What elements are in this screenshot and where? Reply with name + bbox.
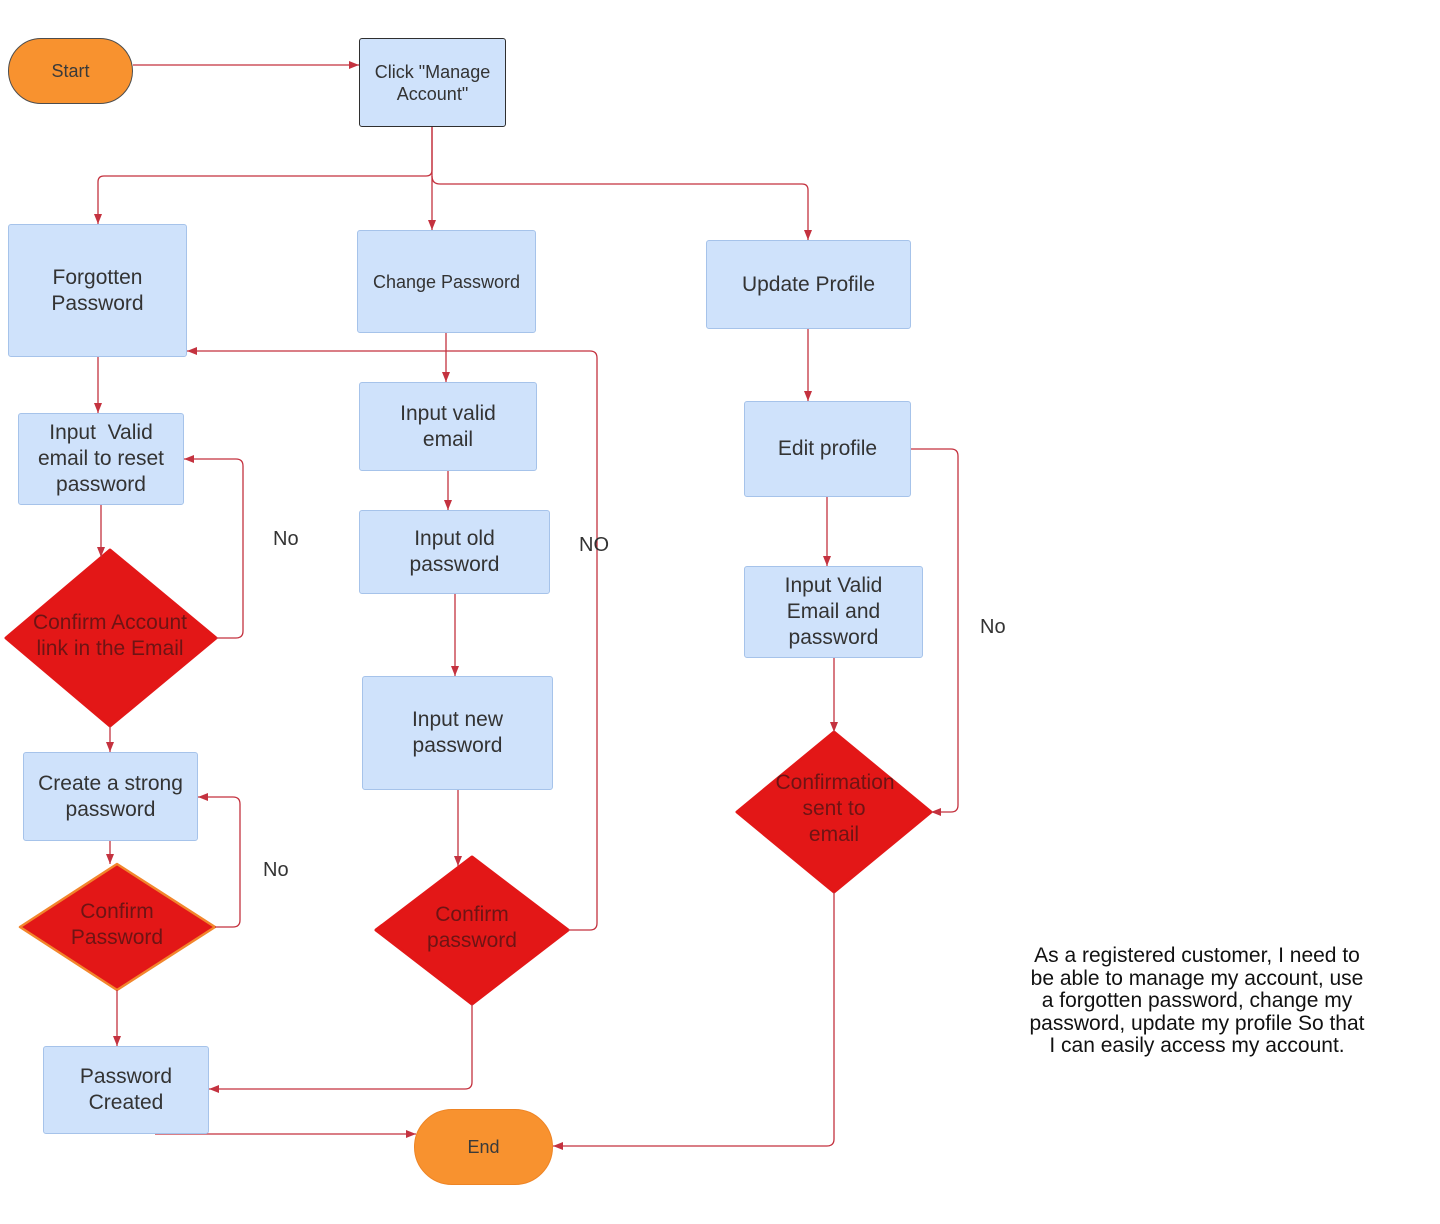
process-label: Input new password: [411, 708, 509, 757]
user-story-note: As a registered customer, I need to be a…: [1029, 944, 1365, 1057]
process-label: Change Password: [372, 271, 521, 292]
process-forgotten-password: Forgotten Password: [8, 224, 187, 357]
process-label: Input valid email: [400, 401, 502, 451]
decision-text-confirm-password-change: Confirm password: [412, 888, 532, 968]
connector-confirmation-to-end: [553, 892, 835, 1150]
process-input-email-reset: Input Valid email to reset password: [18, 413, 184, 505]
process-input-new-password: Input new password: [362, 676, 553, 790]
edge-label-no: No: [263, 859, 289, 881]
process-change-password: Change Password: [357, 230, 536, 333]
process-update-profile: Update Profile: [706, 240, 911, 329]
connector-edit-profile-no-loop: [911, 448, 959, 816]
end-terminal: End: [414, 1109, 553, 1185]
connector-manage-to-forgotten-password: [94, 127, 433, 224]
process-label: Input Valid email to reset password: [37, 421, 170, 496]
edge-label-no: No: [980, 616, 1006, 638]
process-label: Forgotten Password: [51, 265, 149, 315]
edge-label-no: NO: [579, 534, 609, 556]
decision-text-confirmation-sent: Confirmation sent to email: [774, 769, 895, 849]
connector-confirm-change-no-loop: [187, 347, 598, 931]
process-password-created: Password Created: [43, 1046, 209, 1134]
decision-label: Confirmation sent to email: [775, 771, 895, 846]
process-label: Input old password: [409, 527, 501, 576]
process-input-valid-email: Input valid email: [359, 382, 537, 471]
connector-confirm-password-no-loop: [198, 793, 241, 928]
process-label: Create a strong password: [38, 771, 189, 821]
start-label: Start: [51, 61, 90, 81]
process-create-strong-password: Create a strong password: [23, 752, 198, 841]
decision-label: Confirm password: [427, 903, 517, 952]
process-label: Input Valid Email and password: [784, 574, 889, 649]
process-manage-account: Click "Manage Account": [359, 38, 506, 127]
decision-text-confirm-account-link: Confirm Account link in the Email: [20, 596, 200, 676]
decision-label: Confirm Password: [70, 900, 164, 949]
process-label: Password Created: [79, 1065, 178, 1114]
connector-confirm-link-no-loop: [184, 455, 244, 639]
decision-label: Confirm Account link in the Email: [32, 611, 193, 660]
end-label: End: [467, 1137, 500, 1157]
process-label: Update Profile: [741, 272, 876, 296]
process-input-old-password: Input old password: [359, 510, 550, 594]
process-label: Edit profile: [777, 437, 878, 460]
start-terminal: Start: [8, 38, 133, 104]
connector-manage-to-update-profile: [431, 175, 812, 240]
process-edit-profile: Edit profile: [744, 401, 911, 497]
edge-label-no: No: [273, 528, 299, 550]
connector-confirm-change-to-created: [209, 1004, 473, 1093]
process-label: Click "Manage Account": [374, 61, 495, 104]
decision-text-confirm-password-left: Confirm Password: [57, 885, 177, 965]
process-input-email-and-password: Input Valid Email and password: [744, 566, 923, 658]
